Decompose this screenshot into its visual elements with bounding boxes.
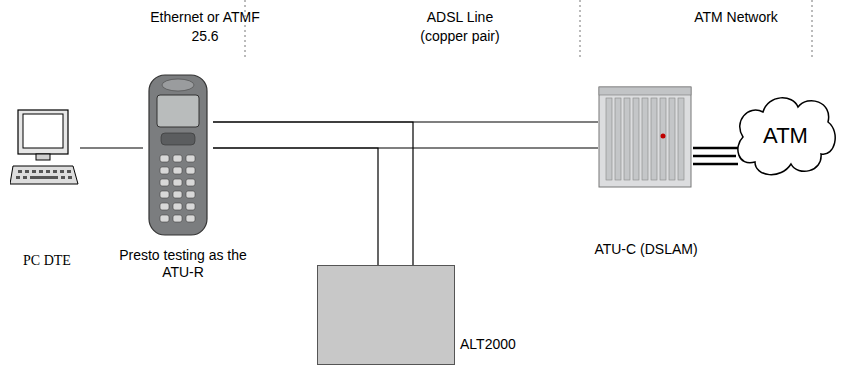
dotted-separator — [245, 0, 812, 58]
cloud-label: ATM — [763, 123, 808, 149]
dslam-rack-drawing — [598, 86, 693, 188]
device-label: PC DTE — [2, 252, 92, 269]
device-label: Presto testing as the ATU-R — [113, 247, 253, 281]
device-label: ALT2000 — [460, 336, 516, 353]
presto-tester-drawing — [143, 73, 213, 238]
wire-connector — [80, 148, 143, 149]
section-heading: Ethernet or ATMF 25.6 — [145, 8, 265, 46]
presto-tester: Presto testing as the ATU-R — [143, 73, 213, 238]
section-heading: ADSL Line (copper pair) — [410, 8, 510, 46]
alt2000-box: ALT2000 — [317, 265, 455, 365]
pc-dte: PC DTE — [10, 108, 80, 190]
wire — [693, 163, 738, 166]
device-label: ATU-C (DSLAM) — [586, 241, 706, 258]
wire-connector — [213, 122, 598, 148]
wire — [213, 122, 413, 265]
pc-dte-drawing — [10, 108, 80, 190]
wire — [693, 147, 738, 150]
dslam-rack: ATU-C (DSLAM) — [598, 86, 693, 188]
wire-connector — [213, 122, 413, 265]
wire — [80, 147, 143, 148]
wire — [693, 155, 736, 158]
atm-cloud: ATM — [733, 92, 838, 180]
wire-connector — [693, 148, 738, 164]
section-heading: ATM Network — [671, 8, 801, 27]
